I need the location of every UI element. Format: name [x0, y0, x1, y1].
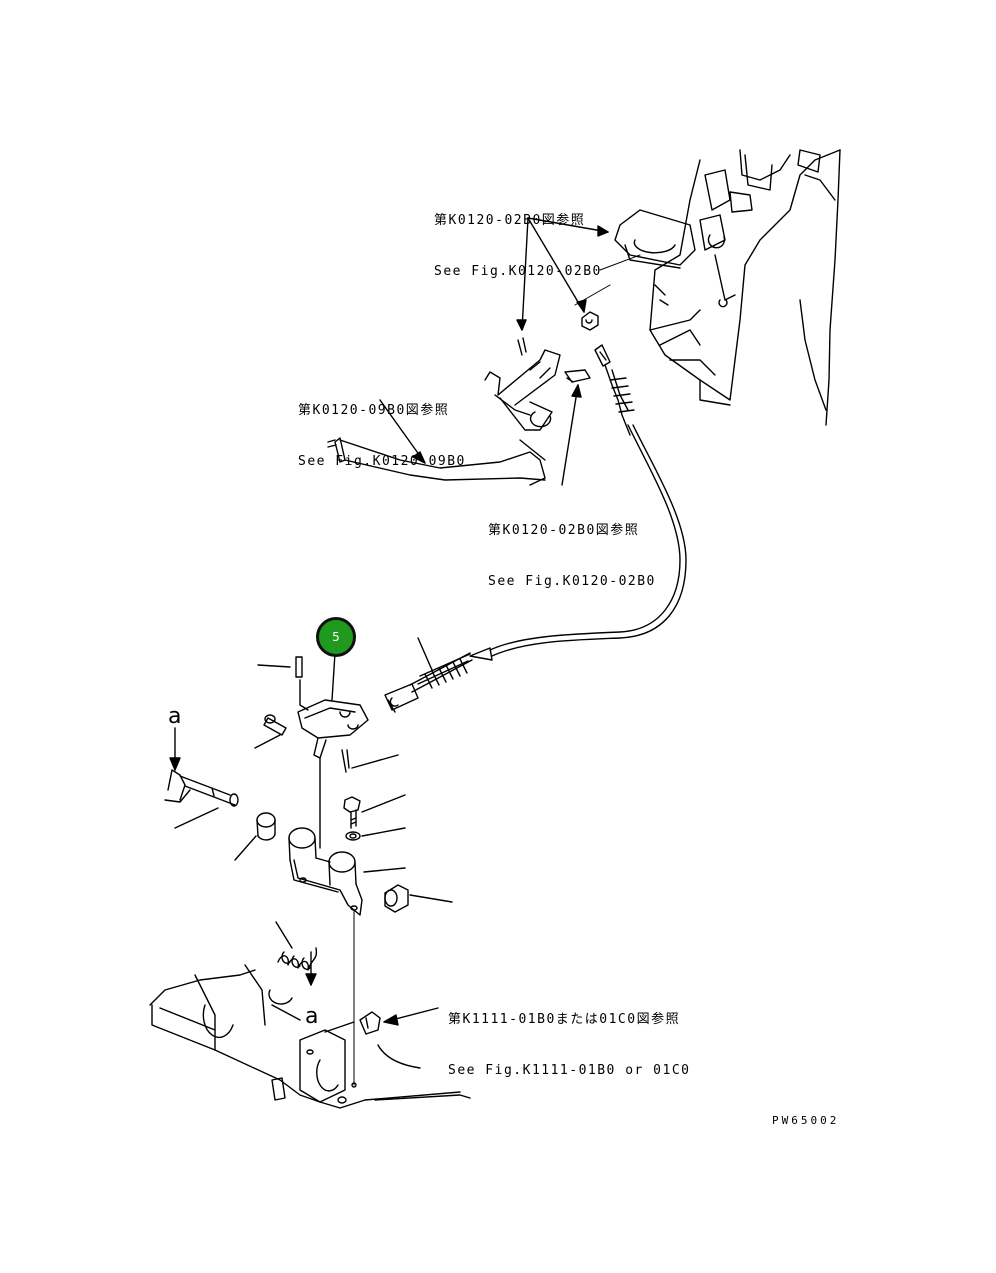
shaft-bracket [484, 349, 561, 431]
reference-label-3-en: See Fig.K0120-02B0 [488, 574, 656, 589]
reference-label-4: 第K1111-01B0または01C0図参照 See Fig.K1111-01B0… [448, 977, 691, 1096]
reference-label-1-jp: 第K0120-02B0図参照 [434, 213, 586, 228]
key-leader [257, 664, 291, 668]
cable-leader [417, 637, 433, 671]
ref-1-leaders [516, 217, 641, 331]
console-bracket [649, 149, 841, 426]
reference-label-2: 第K0120-09B0図参照 See Fig.K0120-09B0 [298, 368, 466, 487]
bushing-right [384, 884, 453, 913]
pin-bolt [254, 714, 287, 749]
nut [581, 311, 599, 331]
base-plate [149, 964, 471, 1109]
lever-plate [614, 209, 696, 269]
reference-label-1: 第K0120-02B0図参照 See Fig.K0120-02B0 [434, 178, 602, 297]
reference-label-3: 第K0120-02B0図参照 See Fig.K0120-02B0 [488, 488, 656, 607]
cotter-pin [517, 337, 527, 356]
clip [359, 1007, 439, 1069]
view-letter-a-top: a [168, 704, 182, 729]
split-pin [341, 749, 350, 773]
washer [345, 827, 406, 841]
drawing-code: PW65002 [772, 1114, 840, 1127]
lever [297, 652, 369, 759]
bushing-left [234, 812, 276, 861]
clevis-pin [561, 369, 591, 486]
reference-label-3-jp: 第K0120-02B0図参照 [488, 523, 640, 538]
reference-label-4-en: See Fig.K1111-01B0 or 01C0 [448, 1063, 691, 1078]
split-pin-leader [351, 754, 399, 769]
reference-label-2-jp: 第K0120-09B0図参照 [298, 403, 450, 418]
support-pin [164, 769, 239, 829]
control-rod [327, 437, 546, 486]
key [295, 656, 303, 678]
bolt [343, 794, 406, 829]
part-callout-5[interactable]: 5 [316, 617, 356, 657]
control-cable [384, 344, 687, 713]
reference-label-4-jp: 第K1111-01B0または01C0図参照 [448, 1012, 681, 1027]
reference-label-2-en: See Fig.K0120-09B0 [298, 454, 466, 469]
pivot-bracket [288, 827, 406, 916]
reference-label-1-en: See Fig.K0120-02B0 [434, 264, 602, 279]
ref-2-leader [379, 399, 426, 464]
view-letter-a-bottom: a [305, 1004, 319, 1029]
spring [275, 921, 318, 971]
